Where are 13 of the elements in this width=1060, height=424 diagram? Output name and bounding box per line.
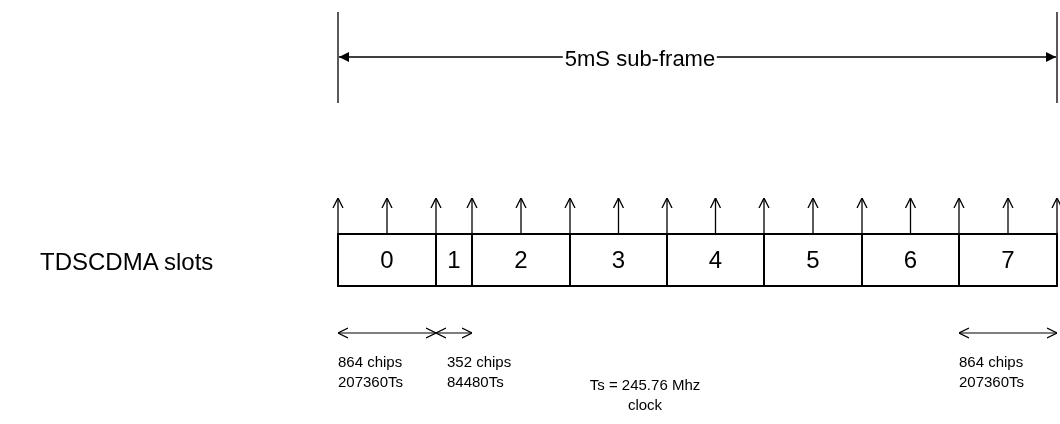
dimension-label: 352 chips 84480Ts: [447, 352, 513, 391]
slot-cell: 5: [765, 233, 863, 287]
slot-cell: 2: [473, 233, 571, 287]
dimension-label: 864 chips 207360Ts: [959, 352, 1026, 391]
slot-cell: 3: [571, 233, 668, 287]
row-label: TDSCDMA slots: [40, 247, 214, 277]
slot-cell: 4: [668, 233, 765, 287]
note-text: Ts = 245.76 Mhz clock: [588, 375, 702, 414]
slot-cell: 7: [960, 233, 1058, 287]
slot-cell: 1: [437, 233, 473, 287]
dimension-label: 864 chips 207360Ts: [338, 352, 405, 391]
slot-cell: 6: [863, 233, 960, 287]
slot-cell: 0: [337, 233, 437, 287]
